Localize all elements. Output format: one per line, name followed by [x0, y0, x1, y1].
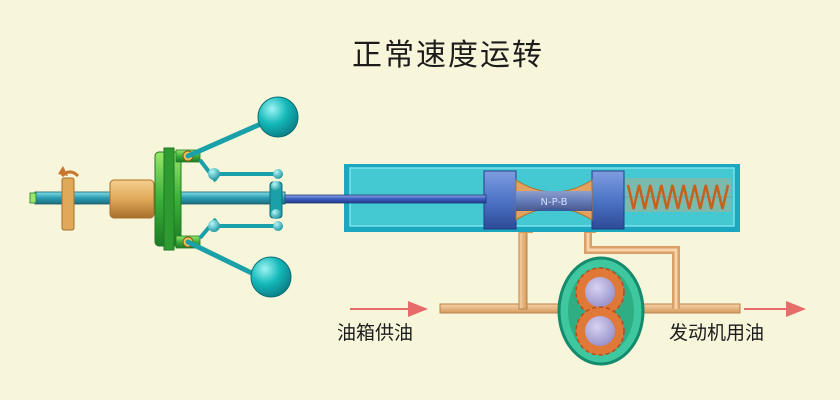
flyweight-top: [185, 96, 299, 159]
inlet-pipe: [439, 303, 569, 314]
supply-riser: [518, 228, 528, 310]
drive-collar: [109, 179, 155, 219]
push-rod: [281, 194, 487, 204]
gear-pump: [557, 256, 645, 366]
diagram-title: 正常速度运转: [352, 38, 544, 73]
outlet-pipe: [637, 303, 741, 314]
oil-outlet-label: 发动机用油: [669, 322, 765, 344]
flyweight-bottom: [185, 239, 292, 298]
pump-gear-bottom: [575, 306, 625, 356]
rotation-arrow-icon: [58, 166, 80, 231]
valve-mark: N-P-B: [540, 197, 567, 208]
linkage: [198, 158, 283, 240]
valve-spool: N-P-B: [483, 170, 625, 230]
valve-spring: [625, 178, 731, 212]
oil-inlet-label: 油箱供油: [337, 322, 414, 344]
